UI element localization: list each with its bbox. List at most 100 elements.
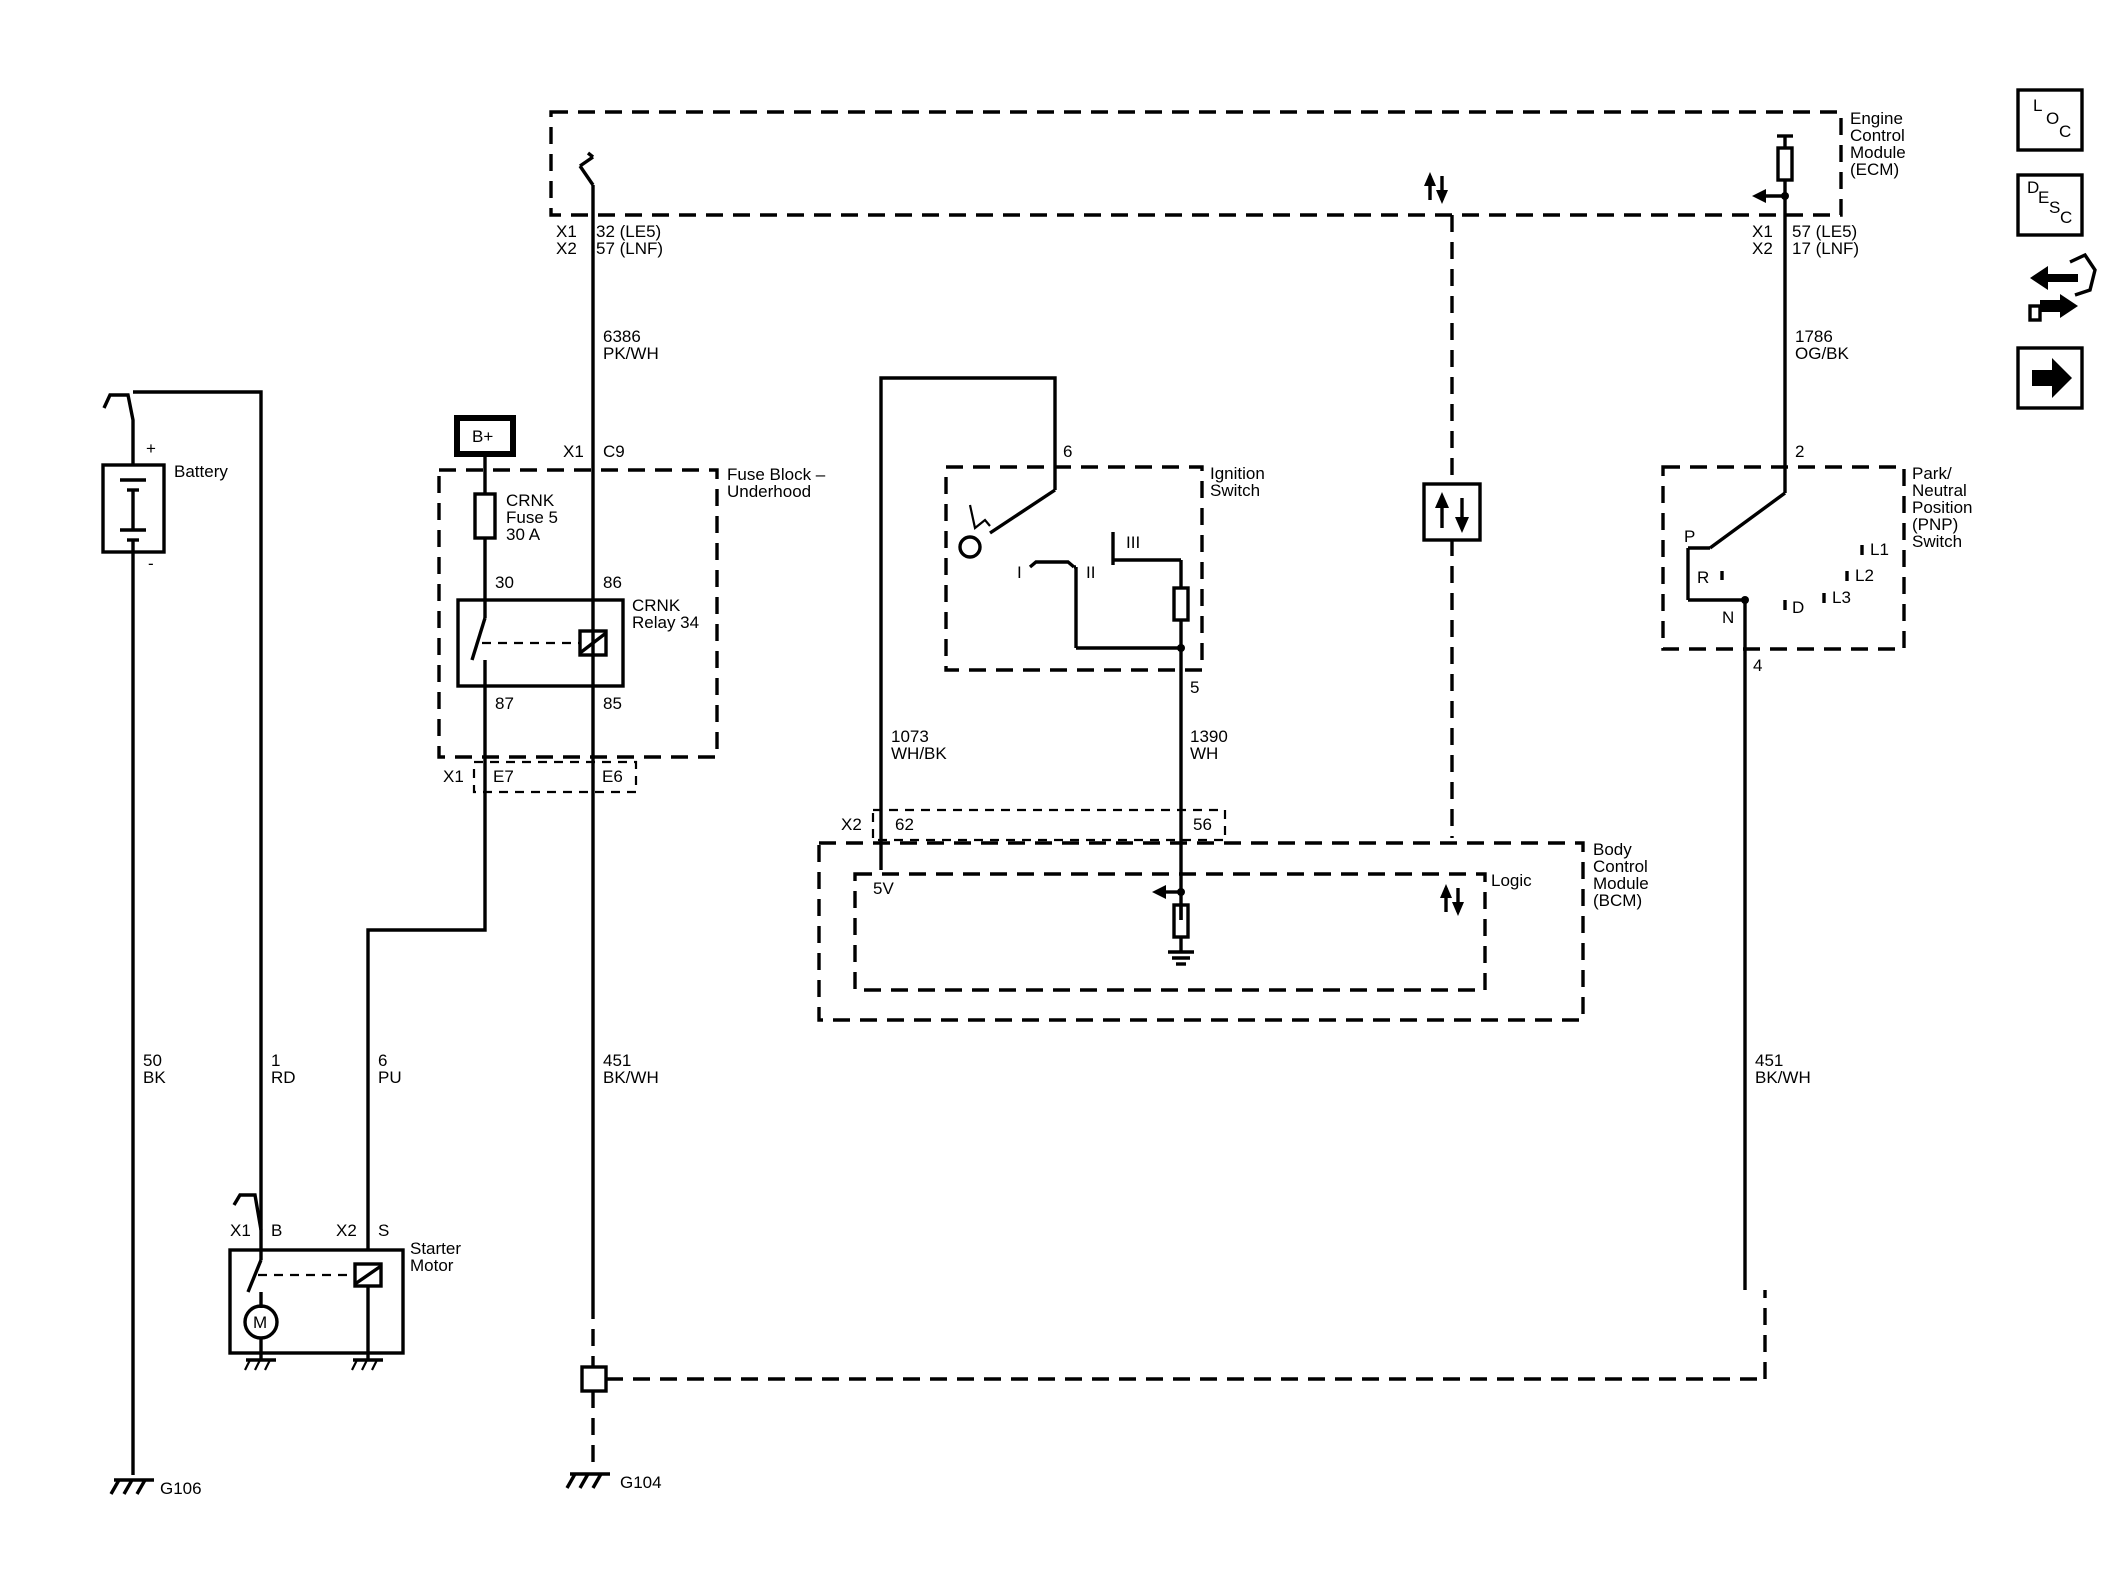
- crnk-relay-34: 30 86 87 85 CRNK Relay 34: [456, 573, 699, 713]
- wire-1786-color: OG/BK: [1795, 344, 1850, 363]
- bcm-pin-62: 62: [895, 815, 914, 834]
- pnp-pos-l3: L3: [1832, 588, 1851, 607]
- battery: Battery + -: [101, 390, 263, 1475]
- starter-motor: X1 B X2 S Starter Motor M: [228, 1193, 461, 1371]
- wire-6386-color: PK/WH: [603, 344, 659, 363]
- bcm-label-line2: Control: [1593, 857, 1648, 876]
- desc-letter-d: D: [2027, 178, 2039, 197]
- starter-label-line2: Motor: [410, 1256, 454, 1275]
- ecm-left-pin-57: 57 (LNF): [596, 239, 663, 258]
- fuse-block-lower-connector: [472, 760, 638, 794]
- pnp-label-line3: Position: [1912, 498, 1972, 517]
- ignition-switch: Ignition Switch I II III: [944, 450, 1265, 672]
- fuse-symbol: [473, 492, 497, 540]
- wire-1-number: 1: [271, 1051, 280, 1070]
- loc-letter-c: C: [2059, 122, 2071, 141]
- motor-symbol-label: M: [253, 1313, 267, 1332]
- ignition-label-line2: Switch: [1210, 481, 1260, 500]
- fuse-block-boundary: [437, 468, 719, 759]
- loc-letter-l: L: [2033, 96, 2042, 115]
- relay-pin-87: 87: [495, 694, 514, 713]
- pnp-label-line1: Park/: [1912, 464, 1952, 483]
- wire-6-color: PU: [378, 1068, 402, 1087]
- pnp-pin-4: 4: [1753, 656, 1762, 675]
- fuse-block-label-line2: Underhood: [727, 482, 811, 501]
- ecm-left-conn-x1: X1: [556, 222, 577, 241]
- pnp-pos-l1: L1: [1870, 540, 1889, 559]
- ecm-right-conn-x2: X2: [1752, 239, 1773, 258]
- pnp-pos-p: P: [1684, 527, 1695, 546]
- starter-conn-x2: X2: [336, 1221, 357, 1240]
- pnp-pos-r: R: [1697, 568, 1709, 587]
- wire-1390-color: WH: [1190, 744, 1218, 763]
- starter-boundary: [228, 1248, 405, 1355]
- fuse-block-underhood: Fuse Block – Underhood: [437, 465, 826, 759]
- serial-data-gateway-icon: [1422, 482, 1482, 542]
- bcm-connector-x2: [871, 808, 1227, 842]
- ecm-label-line3: Module: [1850, 143, 1906, 162]
- battery-plus-sign: +: [146, 439, 156, 458]
- ground-g104-label: G104: [620, 1473, 662, 1492]
- starter-conn-x1: X1: [230, 1221, 251, 1240]
- relay-boundary: [456, 598, 625, 688]
- wire-1-color: RD: [271, 1068, 296, 1087]
- description-button[interactable]: D E S C: [2016, 173, 2084, 237]
- ground-g104: G104: [565, 1472, 662, 1492]
- wire-1073-number: 1073: [891, 727, 929, 746]
- pnp-pin-2: 2: [1795, 442, 1804, 461]
- wire-6-number: 6: [378, 1051, 387, 1070]
- wire-451-right-number: 451: [1755, 1051, 1783, 1070]
- fuse-block-label-line1: Fuse Block –: [727, 465, 826, 484]
- starter-pin-b: B: [271, 1221, 282, 1240]
- wire-1786-number: 1786: [1795, 327, 1833, 346]
- relay-pin-86: 86: [603, 573, 622, 592]
- ecm-boundary: [549, 110, 1843, 217]
- ecm-pullup-resistor-symbol: [1752, 134, 1794, 203]
- wire-451-right-color: BK/WH: [1755, 1068, 1811, 1087]
- desc-letter-e: E: [2038, 188, 2049, 207]
- bcm-label-line3: Module: [1593, 874, 1649, 893]
- b-plus-label: B+: [472, 427, 493, 446]
- next-page-button[interactable]: [2016, 346, 2084, 410]
- pnp-pos-d: D: [1792, 598, 1804, 617]
- fuse-block-bottom-conn-x1: X1: [443, 767, 464, 786]
- fuse-label-line1: CRNK: [506, 491, 555, 510]
- ignition-pos-iii: III: [1126, 533, 1140, 552]
- starter-label-line1: Starter: [410, 1239, 461, 1258]
- bcm-boundary: [817, 841, 1585, 1022]
- relay-label-line1: CRNK: [632, 596, 681, 615]
- battery-minus-sign: -: [148, 554, 154, 573]
- battery-positive-tag: B+: [454, 415, 516, 457]
- desc-letter-s: S: [2049, 198, 2060, 217]
- bcm-pin-56: 56: [1193, 815, 1212, 834]
- ecm-left-pin-32: 32 (LE5): [596, 222, 661, 241]
- wire-6386-number: 6386: [603, 327, 641, 346]
- ecm-ground-switch-symbol: [578, 151, 595, 186]
- ignition-pos-i: I: [1017, 563, 1022, 582]
- fuse-block-pin-e7: E7: [493, 767, 514, 786]
- bcm-label-line4: (BCM): [1593, 891, 1642, 910]
- wire-1073-color: WH/BK: [891, 744, 947, 763]
- bcm-logic-boundary: [853, 872, 1487, 992]
- bcm-logic-label: Logic: [1491, 871, 1532, 890]
- pnp-pos-n: N: [1722, 608, 1734, 627]
- arrow-right-icon: [2032, 358, 2072, 398]
- pnp-label-line2: Neutral: [1912, 481, 1967, 500]
- ignition-resistor: [1172, 586, 1190, 622]
- wire-6-pu: [366, 686, 487, 1250]
- relay-label-line2: Relay 34: [632, 613, 699, 632]
- wire-1390-number: 1390: [1190, 727, 1228, 746]
- desc-letter-c: C: [2060, 208, 2072, 227]
- ignition-pos-ii: II: [1086, 563, 1095, 582]
- fuse-block-conn-x1: X1: [563, 442, 584, 461]
- ecm-right-pin-57: 57 (LE5): [1792, 222, 1857, 241]
- ecm-module: Engine Control Module (ECM): [549, 109, 1906, 217]
- ecm-label-line1: Engine: [1850, 109, 1903, 128]
- ecm-right-pin-17: 17 (LNF): [1792, 239, 1859, 258]
- location-button[interactable]: L O C: [2016, 88, 2084, 152]
- connector-icon[interactable]: [2028, 252, 2097, 322]
- battery-label: Battery: [174, 462, 228, 481]
- ecm-label-line4: (ECM): [1850, 160, 1899, 179]
- wire-50-number: 50: [143, 1051, 162, 1070]
